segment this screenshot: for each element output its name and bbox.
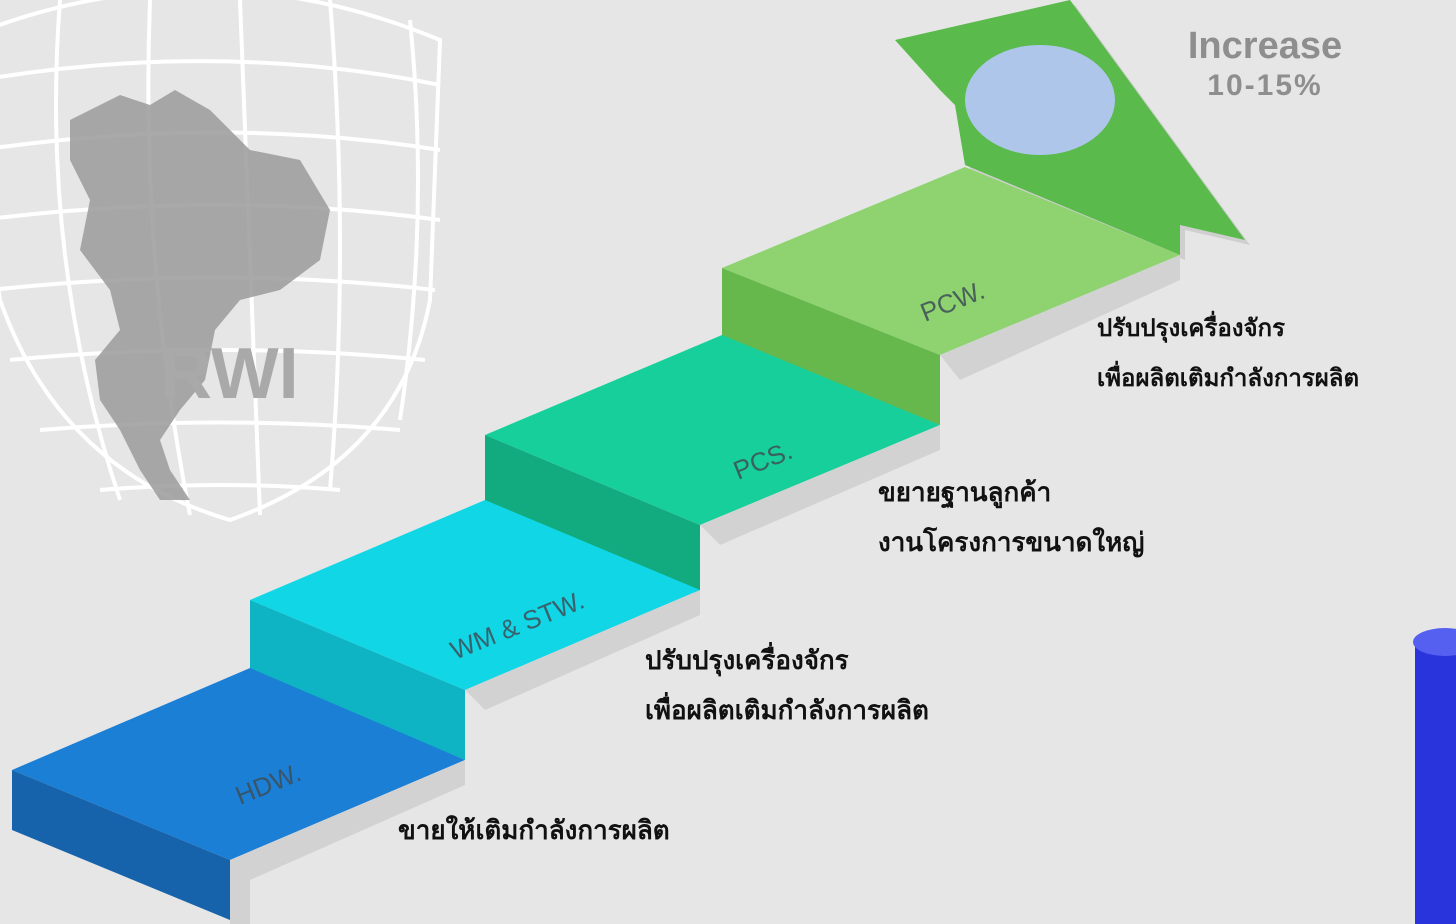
step-note-line: เพื่อผลิตเติมกำลังการผลิต [645,696,929,726]
step-note-pcw: ปรับปรุงเครื่องจักร เพื่อผลิตเติมกำลังกา… [1097,303,1359,403]
stair-pcw [722,167,1180,425]
stair-pcs [485,335,940,595]
thailand-map-icon [70,90,330,500]
step-note-line: ปรับปรุงเครื่องจักร [1097,314,1285,342]
stair-hdw [12,668,465,924]
increase-range: 10-15% [1207,69,1323,102]
step-note-line: เพื่อผลิตเติมกำลังการผลิต [1097,364,1360,392]
step-note-pcs: ขยายฐานลูกค้า งานโครงการขนาดใหญ่ [878,468,1144,568]
increase-callout: Increase 10-15% [1175,24,1355,104]
rwi-logo: RWI [0,0,443,523]
increase-title: Increase [1187,25,1343,67]
step-note-wm-stw: ปรับปรุงเครื่องจักร เพื่อผลิตเติมกำลังกา… [645,636,929,736]
step-note-line: ขายให้เติมกำลังการผลิต [398,816,670,846]
highlight-circle [965,45,1115,155]
step-note-line: ปรับปรุงเครื่องจักร [645,646,849,676]
step-note-line: ขยายฐานลูกค้า [878,478,1052,508]
blue-cylinder [1413,628,1456,924]
step-note-hdw: ขายให้เติมกำลังการผลิต [398,806,670,856]
stair-wm-stw [250,500,700,760]
logo-text: RWI [160,334,299,414]
growth-arrow [895,0,1250,260]
step-note-line: งานโครงการขนาดใหญ่ [878,528,1145,558]
